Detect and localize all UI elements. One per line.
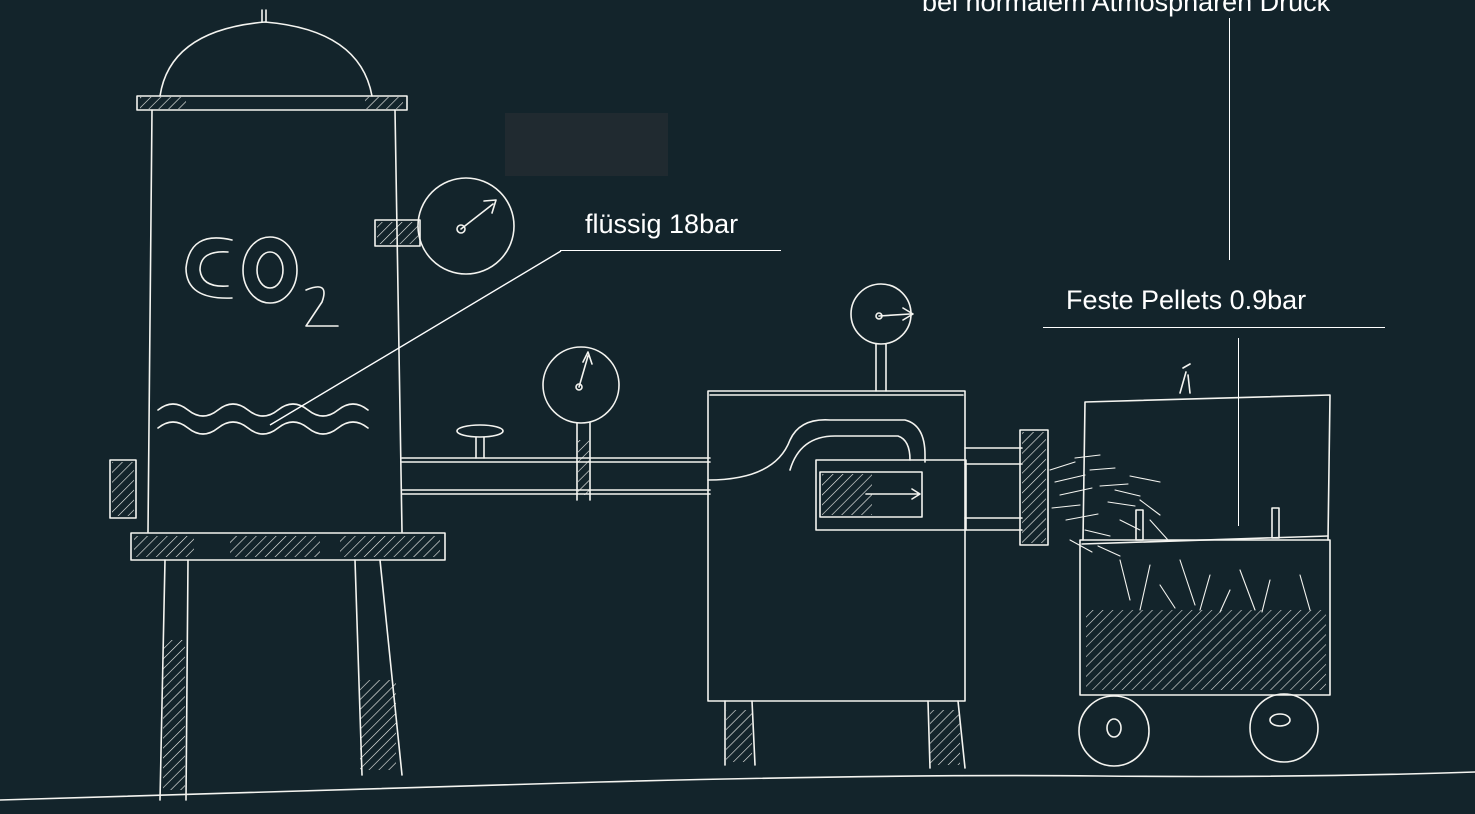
ground-line <box>0 772 1475 800</box>
pellets-label: Feste Pellets 0.9bar <box>1066 287 1306 314</box>
blank-rectangle <box>505 113 668 176</box>
pellet-spray <box>1050 455 1168 556</box>
press-machine <box>708 284 1048 768</box>
co2-tank <box>110 10 445 800</box>
atmospheric-pressure-label: bei normalem Atmosphären Druck <box>922 0 1330 16</box>
pellets-leader <box>1238 338 1239 526</box>
liquid-label: flüssig 18bar <box>585 211 738 238</box>
co2-lettering <box>186 237 338 326</box>
liquid-label-underline <box>560 250 781 251</box>
pellet-cart <box>1079 364 1330 766</box>
atmospheric-pressure-leader <box>1229 18 1230 260</box>
pellets-label-underline <box>1043 327 1385 328</box>
pipe <box>402 347 710 500</box>
